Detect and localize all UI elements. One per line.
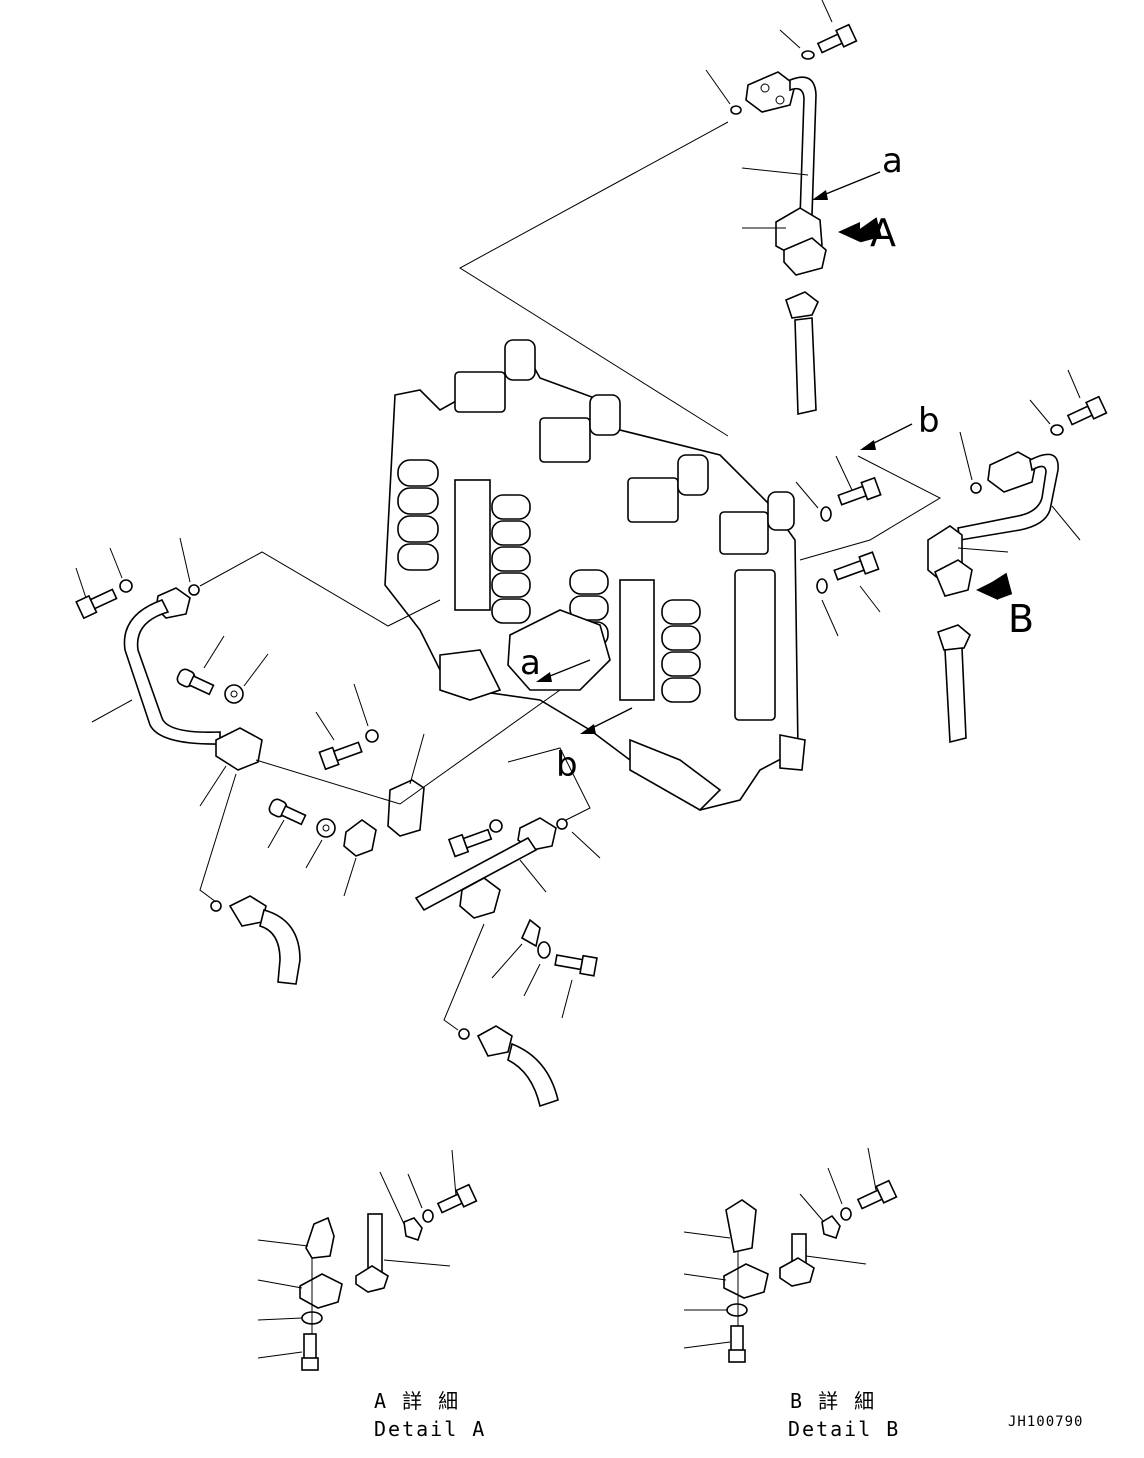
center-pipe-assembly — [414, 747, 601, 1108]
bracket-icon — [343, 819, 377, 857]
o-ring-icon — [188, 584, 200, 596]
washer-icon — [224, 684, 244, 704]
o-ring-icon — [970, 482, 982, 494]
o-ring-icon — [458, 1028, 470, 1040]
bolt-icon — [318, 741, 363, 771]
solenoid-valves — [454, 339, 795, 555]
bolt-icon — [447, 828, 493, 858]
detail-a-title-jp: A 詳 細 — [374, 1389, 460, 1413]
washer-icon — [801, 50, 815, 60]
detail-a-title-en: Detail A — [374, 1417, 486, 1441]
detail-a: A 詳 細 Detail A — [257, 1149, 486, 1441]
hose-icon — [259, 909, 301, 985]
split-flange-icon — [215, 727, 263, 771]
washer-icon — [489, 819, 503, 833]
valve-spools-left — [397, 459, 531, 624]
bolt-icon — [268, 798, 307, 826]
bolt-icon — [837, 476, 882, 506]
bolt-icon — [833, 551, 880, 581]
pipe-a — [789, 76, 817, 220]
washer-icon — [1050, 424, 1064, 436]
drawing-code: JH100790 — [1008, 1414, 1083, 1430]
main-control-valve — [384, 339, 806, 811]
bolt-icon — [75, 588, 118, 620]
view-arrow-a-icon — [838, 222, 860, 242]
washer-icon — [119, 579, 133, 593]
bolt-icon — [816, 23, 858, 54]
center-arrows: a b — [520, 643, 633, 785]
o-ring-icon — [730, 105, 742, 115]
washer-icon — [816, 578, 828, 594]
washer-icon — [820, 506, 832, 522]
pipe-left — [123, 599, 221, 745]
flange-icon — [987, 451, 1037, 493]
bolt-icon — [1066, 395, 1108, 426]
arrow-label-a-center: a — [520, 643, 541, 683]
bolt-icon — [176, 668, 215, 696]
bolt-icon — [554, 954, 598, 977]
detail-b: B 詳 細 Detail B — [683, 1147, 900, 1441]
top-pipe-assembly: A a — [459, 0, 903, 437]
washer-icon — [537, 941, 551, 959]
view-label-b: B — [1008, 597, 1034, 641]
hose-icon — [794, 317, 817, 415]
hose-icon — [507, 1042, 559, 1108]
detail-b-title-jp: B 詳 細 — [790, 1389, 876, 1413]
washer-icon — [316, 818, 336, 838]
view-label-a: A — [870, 211, 896, 255]
arrow-label-b-center: b — [556, 745, 578, 785]
bracket-icon — [387, 779, 425, 837]
right-pipe-assembly: B b — [795, 369, 1108, 744]
o-ring-icon — [210, 900, 222, 912]
hose-icon — [944, 647, 967, 744]
o-ring-icon — [556, 818, 568, 830]
pipe-b — [957, 453, 1059, 541]
left-pipe-assembly — [75, 537, 561, 985]
arrow-label-a-top: a — [882, 141, 903, 181]
o-ring-flange-icon — [936, 624, 971, 651]
split-flange-icon — [459, 877, 501, 919]
pipe-center — [414, 836, 538, 912]
center-cover — [507, 609, 611, 691]
arrow-label-b-right: b — [918, 401, 940, 441]
o-ring-flange-icon — [476, 1025, 513, 1057]
washer-icon — [365, 729, 379, 743]
flange-icon — [745, 71, 796, 113]
bracket-icon — [520, 918, 541, 948]
o-ring-flange-icon — [785, 291, 819, 319]
detail-b-title-en: Detail B — [788, 1417, 900, 1441]
